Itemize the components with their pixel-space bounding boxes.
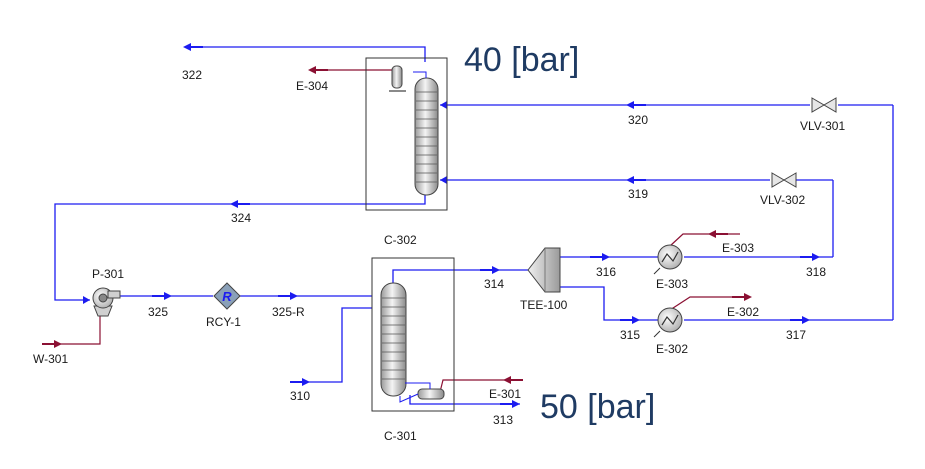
label-vlv302: VLV-302 bbox=[760, 193, 805, 207]
arrow-313 bbox=[500, 400, 520, 408]
label-322: 322 bbox=[182, 68, 202, 82]
pressure-labels: 40 [bar] 50 [bar] bbox=[464, 41, 655, 426]
label-c301: C-301 bbox=[384, 429, 417, 443]
arrow-e303 bbox=[708, 230, 728, 238]
arrow-322 bbox=[183, 43, 203, 51]
arrow-320 bbox=[626, 101, 646, 109]
arrow-316 bbox=[590, 253, 610, 261]
e301-line[interactable] bbox=[439, 379, 516, 393]
column-c301[interactable] bbox=[371, 257, 455, 412]
c301-frame bbox=[371, 257, 455, 412]
stream-arrows bbox=[42, 43, 820, 408]
c301-shell bbox=[380, 282, 407, 397]
label-e303-energy: E-303 bbox=[722, 241, 754, 255]
recycle-rcy1[interactable]: R bbox=[213, 282, 241, 310]
stream-322-line[interactable] bbox=[185, 46, 426, 62]
valve-vlv301[interactable] bbox=[811, 97, 837, 113]
arrow-e302 bbox=[732, 293, 752, 301]
w301-line[interactable] bbox=[48, 314, 101, 345]
arrow-315 bbox=[620, 316, 640, 324]
pump-p301[interactable] bbox=[92, 287, 121, 317]
recycle-symbol: R bbox=[222, 289, 232, 304]
stream-310-line[interactable] bbox=[290, 307, 372, 383]
label-317: 317 bbox=[786, 328, 806, 342]
column-c302[interactable] bbox=[365, 57, 448, 211]
unit-labels: C-302 C-301 P-301 RCY-1 TEE-100 E-303 E-… bbox=[92, 119, 845, 443]
label-310: 310 bbox=[290, 389, 310, 403]
label-vlv301: VLV-301 bbox=[800, 119, 845, 133]
label-319: 319 bbox=[628, 187, 648, 201]
label-316: 316 bbox=[596, 265, 616, 279]
e302-line[interactable] bbox=[669, 296, 745, 311]
arrow-314 bbox=[480, 266, 500, 274]
c301-trays bbox=[382, 297, 405, 380]
label-w301: W-301 bbox=[33, 352, 68, 366]
label-e302-unit: E-302 bbox=[656, 342, 688, 356]
label-e303-unit: E-303 bbox=[656, 277, 688, 291]
arrow-310 bbox=[290, 378, 310, 386]
label-tee100: TEE-100 bbox=[520, 298, 568, 312]
arrow-w301 bbox=[42, 340, 62, 348]
c302-shell bbox=[414, 77, 439, 196]
arrow-e301 bbox=[503, 376, 523, 384]
label-p301: P-301 bbox=[92, 267, 124, 281]
arrow-c302-in-319 bbox=[440, 176, 447, 184]
pressure-lower: 50 [bar] bbox=[540, 388, 655, 426]
c301-reboiler bbox=[417, 388, 445, 400]
label-c302: C-302 bbox=[384, 233, 417, 247]
label-314: 314 bbox=[484, 277, 504, 291]
label-e302-energy: E-302 bbox=[727, 305, 759, 319]
label-e304: E-304 bbox=[296, 79, 328, 93]
arrow-324 bbox=[230, 200, 250, 208]
label-325: 325 bbox=[148, 305, 168, 319]
label-rcy1: RCY-1 bbox=[206, 315, 241, 329]
arrow-318 bbox=[800, 253, 820, 261]
label-324: 324 bbox=[231, 211, 251, 225]
stream-labels: 322 324 320 319 325 325-R 314 316 315 31… bbox=[148, 68, 826, 427]
stream-314-line[interactable] bbox=[392, 269, 530, 283]
arrow-c302-in-320 bbox=[440, 101, 447, 109]
tee-tee100[interactable] bbox=[527, 247, 561, 293]
stream-315-line[interactable] bbox=[560, 286, 658, 321]
arrow-317 bbox=[790, 316, 810, 324]
label-315: 315 bbox=[620, 328, 640, 342]
c302-condenser bbox=[391, 65, 403, 89]
energy-labels: E-304 W-301 E-303 E-302 E-301 bbox=[33, 79, 759, 401]
e304-line[interactable] bbox=[318, 69, 398, 78]
arrow-325 bbox=[152, 292, 172, 300]
arrow-pump-in bbox=[83, 296, 90, 304]
label-313: 313 bbox=[493, 413, 513, 427]
arrow-325r bbox=[278, 292, 298, 300]
c302-frame bbox=[365, 57, 448, 211]
c302-trays bbox=[416, 91, 437, 183]
arrow-319 bbox=[626, 176, 646, 184]
label-e301-energy: E-301 bbox=[489, 387, 521, 401]
label-318: 318 bbox=[806, 265, 826, 279]
valve-vlv302[interactable] bbox=[771, 172, 797, 188]
material-stream-lines bbox=[54, 46, 894, 405]
cooler-e303[interactable] bbox=[653, 244, 683, 275]
arrow-e304 bbox=[308, 66, 328, 74]
cooler-e302[interactable] bbox=[653, 307, 683, 338]
label-325r: 325-R bbox=[272, 305, 305, 319]
stream-324-line[interactable] bbox=[54, 195, 426, 301]
label-320: 320 bbox=[628, 113, 648, 127]
pressure-upper: 40 [bar] bbox=[464, 41, 579, 79]
